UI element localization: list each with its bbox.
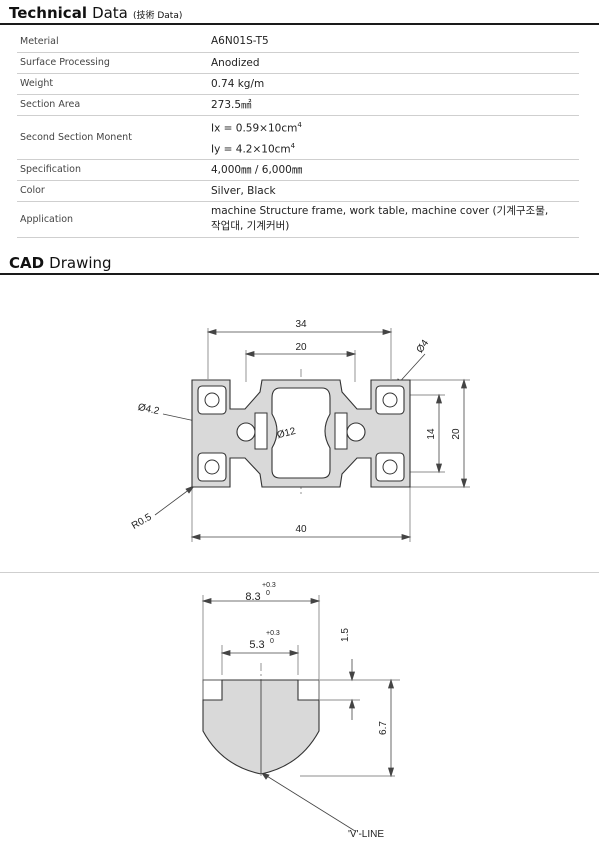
dim-slot-lip-depth: 1.5 bbox=[340, 628, 351, 642]
technical-title-regular: Data bbox=[92, 4, 128, 22]
spec-key: Application bbox=[17, 201, 206, 238]
spec-value: Ix = 0.59×10cm4 Iy = 4.2×10cm4 bbox=[206, 115, 579, 160]
cad-drawing-header: CAD Drawing bbox=[0, 252, 599, 275]
dim-slot-inner-tol-upper: +0.3 bbox=[266, 630, 280, 637]
spec-value: 4,000㎜ / 6,000㎜ bbox=[206, 159, 579, 181]
spec-table: Meterial A6N01S-T5 Surface Processing An… bbox=[17, 31, 579, 238]
slot-detail-drawing: 8.3 +0.3 0 5.3 +0.3 0 1.5 6.7 'V'-LINE bbox=[201, 582, 400, 840]
moment-ix: Ix = 0.59×10cm4 bbox=[211, 120, 302, 135]
table-row: Specification 4,000㎜ / 6,000㎜ bbox=[17, 159, 579, 181]
table-row: Meterial A6N01S-T5 bbox=[17, 31, 579, 53]
spec-value: Anodized bbox=[206, 52, 579, 74]
spec-value: A6N01S-T5 bbox=[206, 31, 579, 53]
profile-section-drawing: 34 20 Ø4 Ø4.2 Ø12 14 20 40 R0.5 bbox=[130, 319, 470, 542]
dim-slot-inner-width: 5.3 bbox=[249, 639, 264, 651]
dim-corner-radius: R0.5 bbox=[130, 512, 154, 532]
dim-slot-outer-width: 8.3 bbox=[245, 591, 260, 603]
dim-slot-outer-tol-lower: 0 bbox=[266, 590, 270, 597]
table-row: Surface Processing Anodized bbox=[17, 52, 579, 74]
dim-slot-depth: 6.7 bbox=[378, 721, 389, 735]
spec-key: Weight bbox=[17, 73, 206, 95]
v-line-label: 'V'-LINE bbox=[348, 829, 384, 840]
dim-overall-width: 34 bbox=[295, 319, 307, 330]
cad-drawing-title: CAD Drawing bbox=[9, 253, 112, 272]
spec-value: Silver, Black bbox=[206, 180, 579, 202]
dim-slot-span: 20 bbox=[295, 342, 307, 353]
spec-key: Surface Processing bbox=[17, 52, 206, 74]
application-line-1: machine Structure frame, work table, mac… bbox=[211, 205, 549, 217]
spec-key: Meterial bbox=[17, 31, 206, 53]
spec-key: Color bbox=[17, 180, 206, 202]
spec-value: 0.74 kg/m bbox=[206, 73, 579, 95]
dim-core-dia: Ø12 bbox=[276, 426, 297, 441]
slot-profile-shape bbox=[202, 679, 223, 701]
cad-title-regular: Drawing bbox=[49, 254, 112, 272]
dim-inner-height: 14 bbox=[426, 428, 437, 440]
dim-center-hole: Ø4.2 bbox=[137, 402, 161, 417]
table-row: Weight 0.74 kg/m bbox=[17, 73, 579, 95]
technical-title-small: (技術 Data) bbox=[132, 11, 183, 21]
dim-slot-inner-tol-lower: 0 bbox=[270, 638, 274, 645]
table-row: Second Section Monent Ix = 0.59×10cm4 Iy… bbox=[17, 115, 579, 160]
spec-value: 273.5㎟ bbox=[206, 94, 579, 116]
drawing-divider bbox=[0, 572, 599, 573]
table-row: Section Area 273.5㎟ bbox=[17, 94, 579, 116]
technical-title-bold: Technical bbox=[9, 4, 87, 22]
dim-slot-outer-tol-upper: +0.3 bbox=[262, 582, 276, 589]
spec-key: Section Area bbox=[17, 94, 206, 116]
dim-hole-dia: Ø4 bbox=[415, 338, 432, 356]
spec-key: Specification bbox=[17, 159, 206, 181]
technical-data-header: Technical Data (技術 Data) bbox=[0, 0, 599, 25]
application-line-2: 작업대, 기계커버) bbox=[211, 220, 290, 232]
table-row: Application machine Structure frame, wor… bbox=[17, 201, 579, 238]
dim-outer-height: 20 bbox=[451, 428, 462, 440]
technical-data-title: Technical Data (技術 Data) bbox=[9, 3, 182, 22]
moment-iy: Iy = 4.2×10cm4 bbox=[211, 142, 296, 156]
dim-length: 40 bbox=[295, 524, 307, 535]
spec-value: machine Structure frame, work table, mac… bbox=[206, 201, 579, 238]
spec-key: Second Section Monent bbox=[17, 115, 206, 160]
cad-title-bold: CAD bbox=[9, 254, 45, 272]
table-row: Color Silver, Black bbox=[17, 180, 579, 202]
